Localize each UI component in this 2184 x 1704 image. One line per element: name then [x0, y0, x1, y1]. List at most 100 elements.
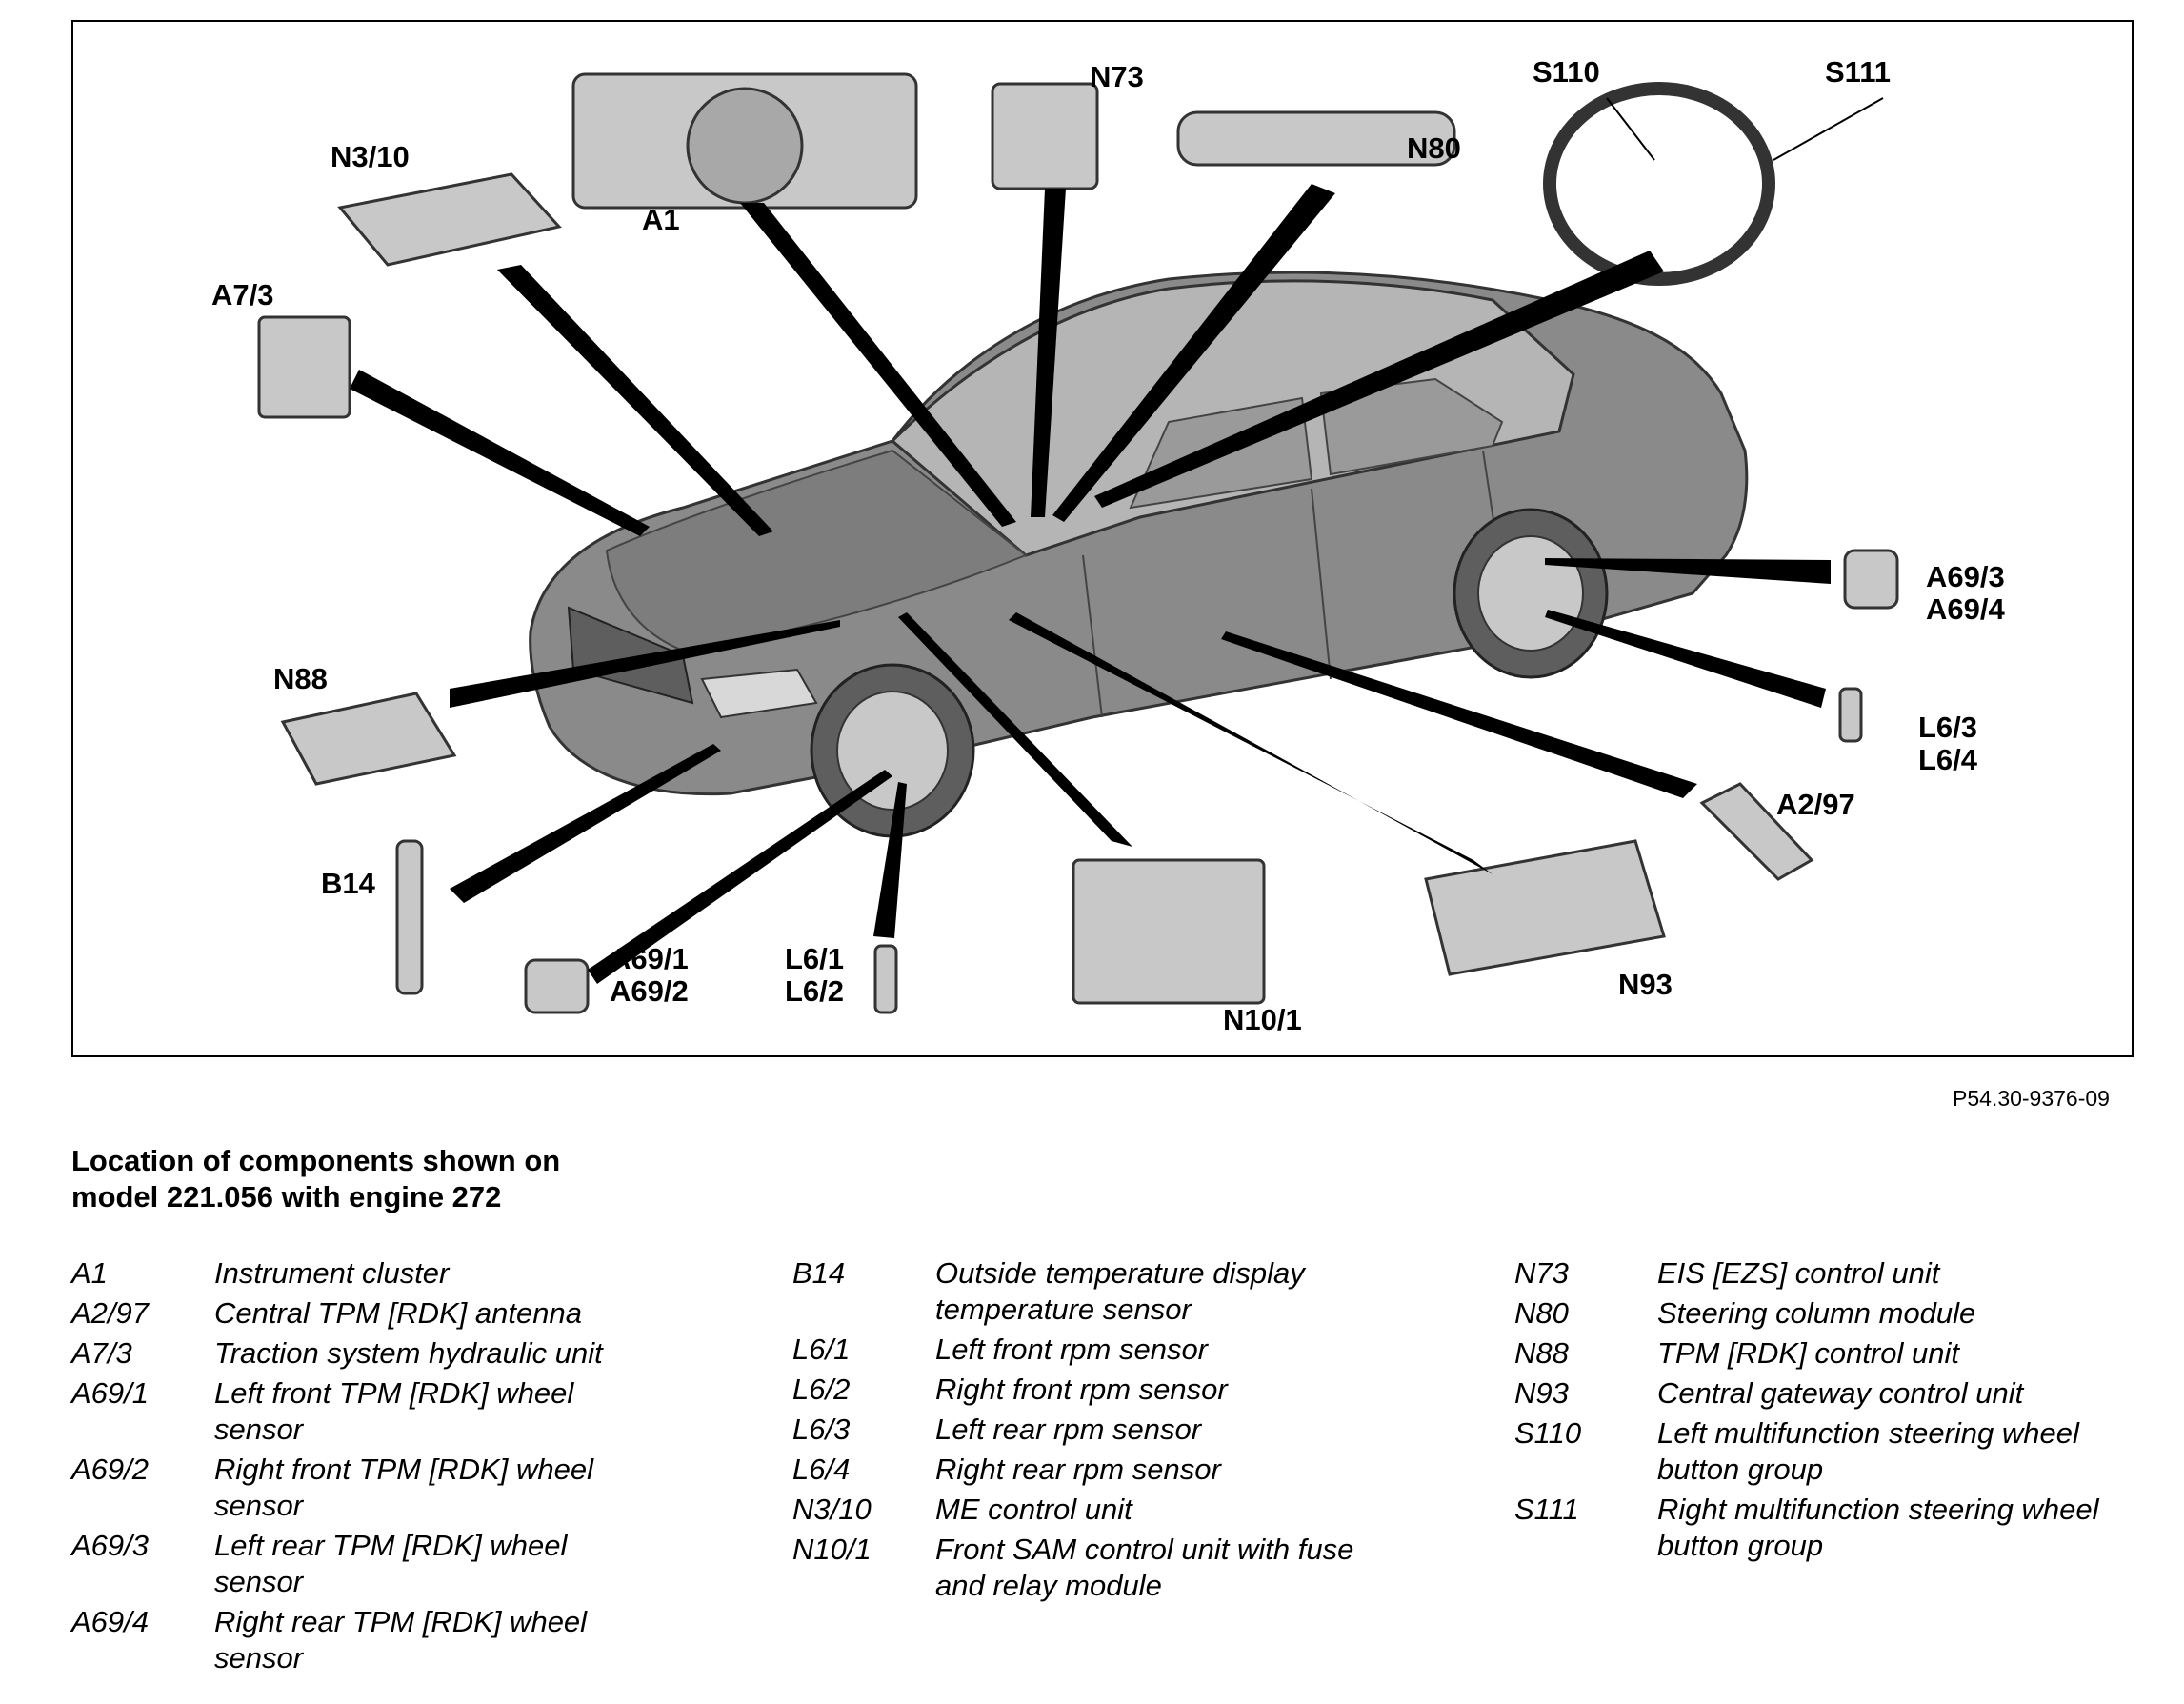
- callout-a69-3: A69/3: [1926, 560, 2005, 593]
- leader-n3-10: [497, 265, 773, 536]
- legend-code: L6/3: [792, 1413, 851, 1446]
- legend-item: A69/2 Right front TPM [RDK] wheel sensor: [71, 1452, 691, 1524]
- legend-code: S110: [1514, 1416, 1582, 1450]
- legend-description: Central gateway control unit: [1657, 1376, 2024, 1410]
- callout-l6-1: L6/1: [785, 942, 844, 975]
- rear-rpm-sensor-image: [1838, 687, 1863, 743]
- callout-n88: N88: [273, 662, 328, 695]
- legend-description: Outside temperature display temperature …: [935, 1256, 1305, 1326]
- legend-code: N80: [1514, 1296, 1569, 1330]
- callout-a69-1: A69/1: [610, 942, 689, 975]
- leader-s111: [1773, 97, 1884, 161]
- legend-code: A69/1: [71, 1376, 150, 1410]
- rear-tpm-sensor-image: [1843, 549, 1899, 610]
- legend-description: TPM [RDK] control unit: [1657, 1336, 1959, 1370]
- legend-description: Front SAM control unit with fuse and rel…: [935, 1533, 1354, 1602]
- legend-item: S110 Left multifunction steering wheel bu…: [1514, 1415, 2162, 1488]
- legend-code: N73: [1514, 1256, 1569, 1290]
- callout-n10-1: N10/1: [1223, 1003, 1302, 1036]
- instrument-cluster-dial: [686, 87, 804, 205]
- leader-a2-97: [1221, 631, 1697, 798]
- legend-code: N3/10: [792, 1493, 872, 1526]
- tpm-control-unit-image: [280, 692, 457, 786]
- legend-description: Traction system hydraulic unit: [214, 1336, 603, 1370]
- callout-l6-3: L6/3: [1918, 711, 1977, 744]
- component-location-diagram: A1 N3/10 A7/3 N73 N80 S110 S111 A69/3 A6…: [211, 55, 2005, 1036]
- legend-code: A2/97: [71, 1296, 150, 1330]
- legend-title-line-2: model 221.056 with engine 272: [71, 1180, 502, 1213]
- front-tpm-sensor-image: [524, 958, 590, 1014]
- leader-s110: [1606, 97, 1655, 161]
- central-tpm-antenna-image: [1699, 782, 1814, 881]
- leader-l6-1: [873, 782, 907, 938]
- callout-n73: N73: [1090, 60, 1144, 93]
- callout-l6-4: L6/4: [1918, 743, 1978, 776]
- outside-temp-sensor-image: [395, 839, 424, 995]
- rear-rim: [1477, 535, 1584, 652]
- callout-s111: S111: [1825, 55, 1891, 89]
- legend-item: N88 TPM [RDK] control unit: [1514, 1335, 2162, 1372]
- button-leaders: [1606, 97, 1884, 161]
- car-grille: [567, 606, 694, 705]
- legend-description: Left rear rpm sensor: [935, 1413, 1202, 1446]
- leader-n10-1: [898, 612, 1132, 847]
- callout-a69-2: A69/2: [610, 974, 689, 1008]
- legend-item: N93 Central gateway control unit: [1514, 1375, 2162, 1412]
- leader-lines: [350, 184, 1831, 984]
- legend-code: N93: [1514, 1376, 1569, 1410]
- legend-code: A69/2: [71, 1453, 150, 1486]
- callout-n3-10: N3/10: [331, 140, 410, 173]
- legend-code: A1: [71, 1256, 108, 1290]
- front-rpm-sensor-image: [873, 944, 898, 1014]
- legend-item: A69/1 Left front TPM [RDK] wheel sensor: [71, 1375, 691, 1448]
- callout-labels: A1 N3/10 A7/3 N73 N80 S110 S111 A69/3 A6…: [211, 55, 2005, 1036]
- legend-description: Right rear rpm sensor: [935, 1453, 1221, 1486]
- legend-description: Right front TPM [RDK] wheel sensor: [214, 1453, 593, 1522]
- legend-item: N80 Steering column module: [1514, 1295, 2162, 1332]
- callout-l6-2: L6/2: [785, 974, 844, 1008]
- legend-code: S111: [1514, 1493, 1579, 1526]
- callout-s110: S110: [1533, 55, 1600, 89]
- callout-n93: N93: [1618, 968, 1673, 1001]
- traction-hydraulic-unit-image: [257, 315, 351, 419]
- legend-code: N88: [1514, 1336, 1569, 1370]
- legend-description: Instrument cluster: [214, 1256, 450, 1290]
- leader-n80: [1052, 184, 1335, 522]
- legend-code: N10/1: [792, 1533, 872, 1566]
- leader-a69-3: [1545, 558, 1831, 584]
- leader-n88: [450, 620, 840, 708]
- legend-item: A7/3 Traction system hydraulic unit: [71, 1335, 691, 1372]
- leader-a69-1: [588, 770, 892, 984]
- legend-code: A69/3: [71, 1529, 150, 1562]
- callout-b14: B14: [321, 867, 376, 900]
- legend-item: A1 Instrument cluster: [71, 1255, 691, 1292]
- car-illustration: [529, 271, 1749, 838]
- legend-description: Left multifunction steering wheel button…: [1657, 1416, 2079, 1486]
- legend-description: Steering column module: [1657, 1296, 1976, 1330]
- callout-a2-97: A2/97: [1776, 788, 1855, 821]
- legend-code: A7/3: [71, 1336, 132, 1370]
- leader-b14: [450, 744, 721, 903]
- steering-wheel-image: [1543, 82, 1775, 286]
- diagram-frame: A1 N3/10 A7/3 N73 N80 S110 S111 A69/3 A6…: [71, 20, 2134, 1057]
- leader-steering: [1094, 251, 1664, 508]
- me-control-unit-image: [337, 172, 562, 267]
- legend-title: Location of components shown on model 22…: [71, 1143, 560, 1215]
- central-gateway-image: [1424, 839, 1666, 976]
- legend-description: Right rear TPM [RDK] wheel sensor: [214, 1605, 588, 1674]
- legend-code: A69/4: [71, 1605, 150, 1638]
- legend-description: Left front TPM [RDK] wheel sensor: [214, 1376, 574, 1446]
- leader-n73: [1031, 189, 1066, 517]
- headlight: [700, 668, 818, 719]
- callout-a69-4: A69/4: [1926, 592, 2005, 626]
- eis-control-unit-image: [991, 82, 1099, 190]
